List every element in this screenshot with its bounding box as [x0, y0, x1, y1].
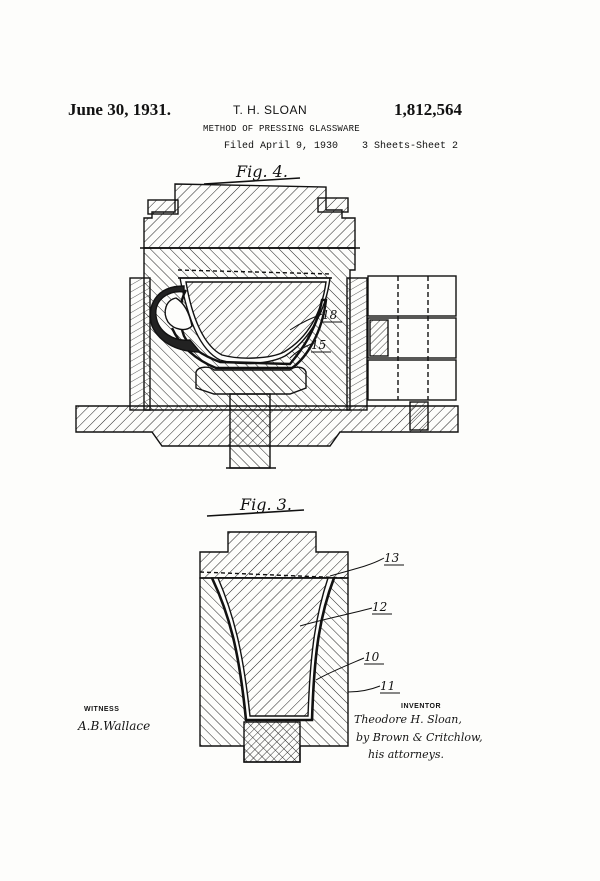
- patent-title: METHOD OF PRESSING GLASSWARE: [203, 124, 360, 134]
- ref-numeral-11: 11: [380, 679, 396, 693]
- inventor-name: T. H. SLOAN: [233, 103, 308, 117]
- figure-4-label: Fig. 4.: [236, 162, 288, 181]
- inventor-signature-line: Theodore H. Sloan,: [354, 713, 462, 726]
- ref-numeral-15: 15: [311, 338, 327, 352]
- patent-date: June 30, 1931.: [68, 100, 171, 119]
- figure-3-label: Fig. 3.: [240, 495, 292, 514]
- figure-4: [75, 177, 459, 469]
- ref-numeral-13: 13: [384, 551, 400, 565]
- inventor-signature-line: by Brown & Critchlow,: [356, 731, 483, 744]
- inventor-signature-line: his attorneys.: [368, 748, 444, 761]
- ref-underlines: [311, 321, 404, 694]
- witness-signature: A.B.Wallace: [78, 719, 151, 733]
- sheet-count: 3 Sheets-Sheet 2: [362, 141, 459, 152]
- patent-number: 1,812,564: [394, 100, 462, 119]
- ref-numeral-12: 12: [372, 600, 388, 614]
- ref-numeral-18: 18: [322, 308, 338, 322]
- ref-numeral-10: 10: [364, 650, 380, 664]
- figure-3: [199, 509, 385, 763]
- filed-date: Filed April 9, 1930: [224, 141, 339, 152]
- inventor-heading: INVENTOR: [401, 703, 442, 710]
- witness-heading: WITNESS: [84, 706, 120, 713]
